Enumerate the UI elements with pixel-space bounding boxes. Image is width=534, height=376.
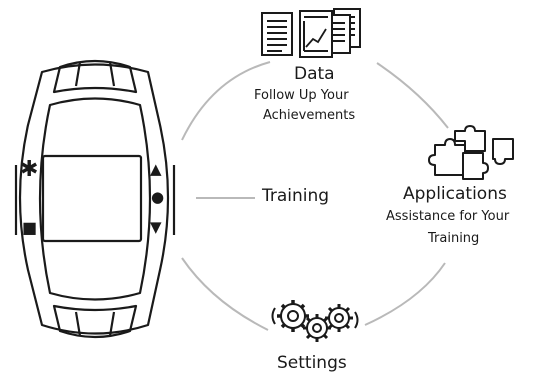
arc-watch-settings bbox=[181, 257, 269, 331]
left-top-button-symbol[interactable]: ✱ bbox=[20, 157, 39, 182]
applications-line-2: Training bbox=[428, 231, 480, 246]
gears-icon bbox=[271, 300, 359, 342]
left-bottom-button-symbol[interactable]: ■ bbox=[22, 218, 38, 237]
right-up-button-symbol[interactable]: ▲ bbox=[150, 160, 162, 178]
arc-data-applications bbox=[376, 62, 449, 129]
right-ok-button-symbol[interactable]: ● bbox=[151, 188, 165, 206]
applications-line-1: Assistance for Your bbox=[386, 209, 510, 224]
data-line-1: Follow Up Your bbox=[254, 88, 349, 103]
data-line-2: Achievements bbox=[263, 108, 356, 123]
arc-data bbox=[181, 61, 271, 141]
data-title[interactable]: Data bbox=[294, 64, 335, 84]
arc-applications-settings bbox=[364, 262, 446, 326]
settings-title[interactable]: Settings bbox=[277, 353, 347, 373]
heart-rate-watch-icon bbox=[14, 59, 176, 339]
documents-chart-icon bbox=[261, 8, 361, 58]
applications-title[interactable]: Applications bbox=[403, 184, 507, 204]
right-down-button-symbol[interactable]: ▼ bbox=[150, 218, 162, 236]
training-title[interactable]: Training bbox=[262, 186, 330, 206]
puzzle-pieces-icon bbox=[428, 125, 514, 180]
